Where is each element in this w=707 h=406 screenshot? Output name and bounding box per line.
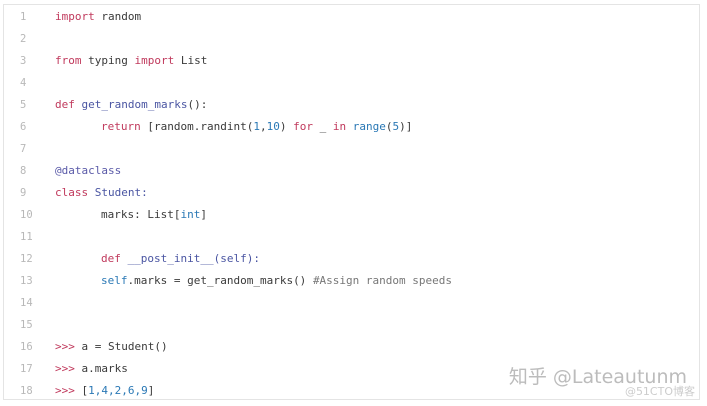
keyword: in [332, 120, 347, 133]
line-number: 8 [20, 165, 27, 177]
line-number: 2 [20, 33, 27, 45]
code-text: _ [312, 120, 333, 133]
builtin: int [180, 208, 201, 221]
function-name: __post_init__(self): [120, 252, 260, 265]
line-number: 3 [20, 55, 27, 67]
code-text: ] [200, 208, 207, 221]
line-number: 10 [20, 209, 33, 221]
function-name: get_random_marks [74, 98, 188, 111]
line-number: 6 [20, 121, 27, 133]
keyword: def [101, 252, 121, 265]
keyword: import [55, 10, 95, 23]
keyword: for [293, 120, 313, 133]
code-text: .marks = get_random_marks() [127, 274, 313, 287]
code-text: [ [74, 384, 89, 397]
line-number: 15 [20, 319, 33, 331]
code-text: List [174, 54, 208, 67]
line-number: 13 [20, 275, 33, 287]
line-number: 9 [20, 187, 27, 199]
line-number: 4 [20, 77, 27, 89]
code-text: typing [81, 54, 135, 67]
decorator: @dataclass [55, 164, 122, 177]
watermark-51cto: @51CTO博客 [624, 385, 695, 398]
watermark-zhihu: 知乎 @Lateautunm [508, 366, 687, 388]
code-text: ] [147, 384, 155, 397]
keyword: import [134, 54, 175, 67]
code-block: 1 import random 2 3 from typing import Lis… [3, 4, 700, 400]
self-keyword: self [101, 274, 128, 287]
keyword: def [55, 98, 75, 111]
code-text: ( [385, 120, 393, 133]
code-text: a.marks [74, 362, 128, 375]
line-number: 17 [20, 363, 33, 375]
code-text: marks: List[ [101, 208, 181, 221]
class-name: Student: [88, 186, 148, 199]
builtin: range [346, 120, 386, 133]
code-text: [random.randint( [140, 120, 254, 133]
code-text: ) [279, 120, 294, 133]
line-number: 12 [20, 253, 33, 265]
line-number: 11 [20, 231, 33, 243]
number: 5 [392, 120, 400, 133]
keyword: class [55, 186, 89, 199]
line-number: 16 [20, 341, 33, 353]
line-number: 18 [20, 385, 33, 397]
code-text: (): [187, 98, 208, 111]
line-number: 1 [20, 11, 27, 23]
comment: #Assign random speeds [312, 274, 453, 287]
line-number: 7 [20, 143, 27, 155]
code-text: random [94, 10, 142, 23]
number: 1 [253, 120, 260, 133]
repl-prompt: >>> [55, 384, 75, 397]
line-number: 14 [20, 297, 33, 309]
number: 10 [266, 120, 280, 133]
repl-prompt: >>> [55, 340, 75, 353]
number-list: 1,4,2,6,9 [88, 384, 148, 397]
code-text: , [259, 120, 267, 133]
code-text: a = Student() [74, 340, 168, 353]
keyword: return [101, 120, 141, 133]
keyword: from [55, 54, 82, 67]
code-text: )] [399, 120, 413, 133]
line-number: 5 [20, 99, 27, 111]
repl-prompt: >>> [55, 362, 75, 375]
